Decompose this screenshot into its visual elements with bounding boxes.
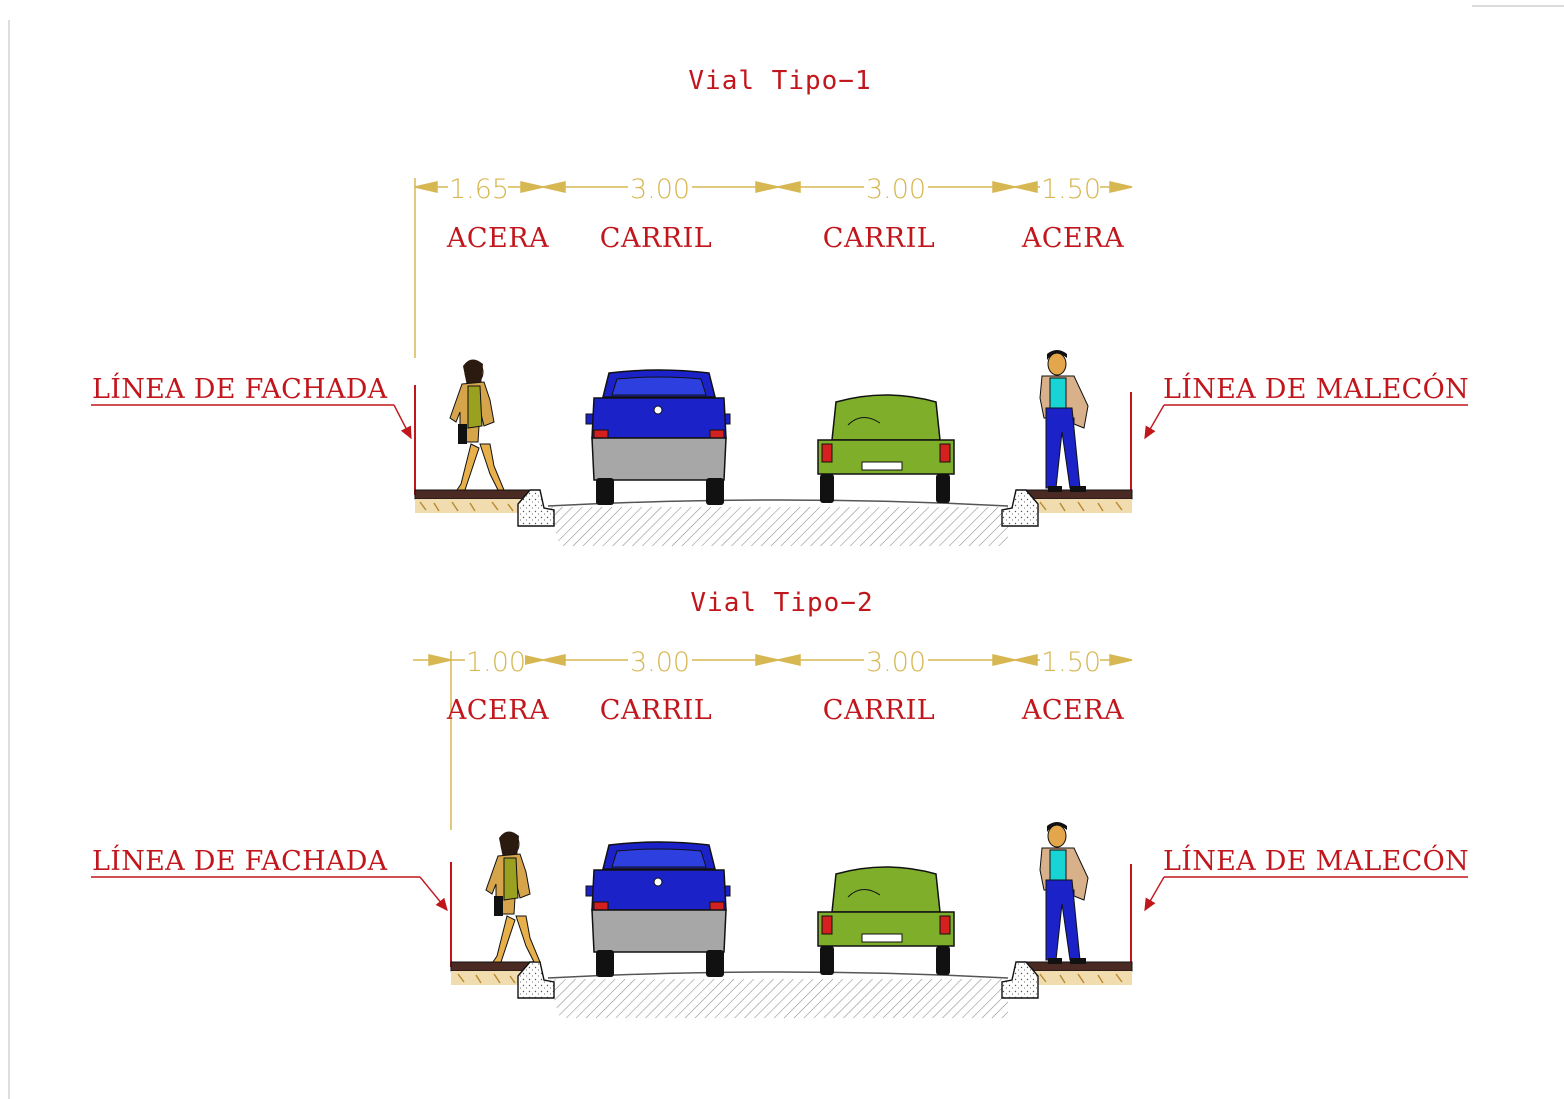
- dimension-value: 1.50: [1041, 647, 1101, 678]
- dimension-line: [413, 651, 1133, 830]
- pedestrian-woman-icon: [485, 831, 541, 963]
- dimension-value: 3.00: [866, 174, 926, 205]
- zone-label-carril: CARRIL: [600, 223, 712, 254]
- dimension-value: 1.65: [449, 174, 509, 205]
- section-title: Vial Tipo−2: [690, 588, 873, 618]
- blue-car-icon: [585, 841, 731, 977]
- section-vial-tipo-1: Vial Tipo−1 1.65 3.00 3.00 1.50 ACERA CA…: [91, 66, 1469, 546]
- dimension-line: [414, 178, 1133, 358]
- dimension-value: 3.00: [630, 647, 690, 678]
- road-cross-section: [450, 961, 1133, 1018]
- pedestrian-woman-icon: [449, 359, 505, 491]
- facade-line-label: LÍNEA DE FACHADA: [92, 844, 388, 877]
- blue-car-icon: [585, 369, 731, 505]
- zone-label-acera: ACERA: [1021, 695, 1124, 726]
- dimension-value: 3.00: [866, 647, 926, 678]
- zone-label-carril: CARRIL: [823, 223, 935, 254]
- pedestrian-man-icon: [1039, 822, 1089, 964]
- zone-label-acera: ACERA: [446, 695, 549, 726]
- zone-label-carril: CARRIL: [600, 695, 712, 726]
- road-cross-section: [414, 489, 1133, 546]
- zone-label-acera: ACERA: [446, 223, 549, 254]
- section-title: Vial Tipo−1: [688, 66, 871, 96]
- pedestrian-man-icon: [1039, 350, 1089, 492]
- zone-label-carril: CARRIL: [823, 695, 935, 726]
- green-car-icon: [817, 866, 955, 975]
- zone-label-acera: ACERA: [1021, 223, 1124, 254]
- dimension-value: 1.00: [466, 647, 526, 678]
- dimension-value: 1.50: [1041, 174, 1101, 205]
- dimension-value: 3.00: [630, 174, 690, 205]
- section-vial-tipo-2: Vial Tipo−2 1.00 3.00 3.00 1.50 ACERA CA…: [91, 588, 1469, 1018]
- malecon-line-label: LÍNEA DE MALECÓN: [1163, 371, 1469, 405]
- facade-line-label: LÍNEA DE FACHADA: [92, 372, 388, 405]
- malecon-line-label: LÍNEA DE MALECÓN: [1163, 843, 1469, 877]
- green-car-icon: [817, 394, 955, 503]
